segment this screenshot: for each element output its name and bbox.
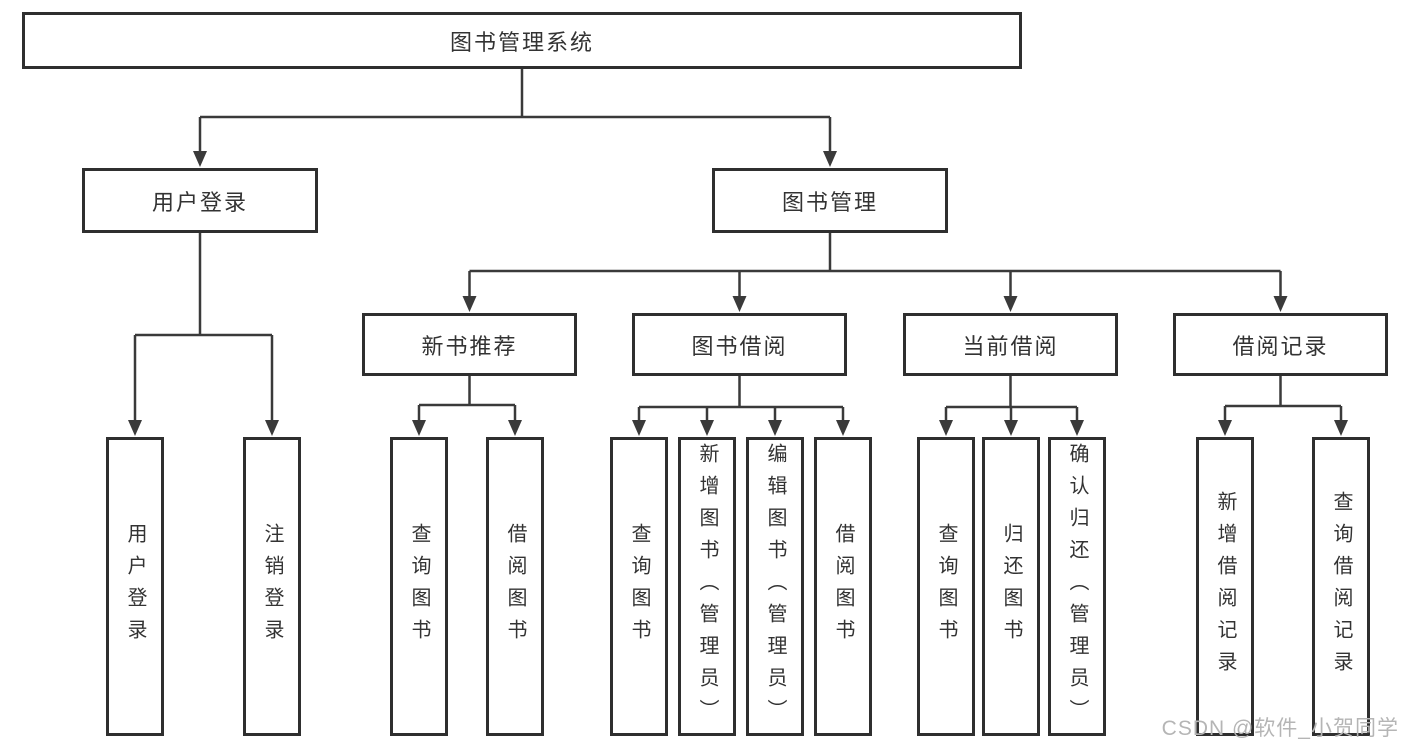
node-book-management: 图书管理 [712,168,948,233]
leaf-search-books-1-label: 查询图书 [408,522,430,651]
node-new-book-recommend-label: 新书推荐 [421,333,518,359]
leaf-borrow-books-1-label: 借阅图书 [504,522,526,651]
arrowheads [128,151,1348,436]
leaf-borrow-books-1: 借阅图书 [486,437,544,736]
leaf-borrow-books-2: 借阅图书 [814,437,872,736]
node-book-borrowing-label: 图书借阅 [691,333,788,359]
leaf-return-books-label: 归还图书 [1000,522,1022,651]
node-user-login: 用户登录 [82,168,318,233]
leaf-query-borrow-record-label: 查询借阅记录 [1330,490,1352,683]
leaf-search-books-2: 查询图书 [610,437,668,736]
leaf-search-books-1: 查询图书 [390,437,448,736]
connector-new-book-recommend-to-leaves [417,376,517,421]
node-book-borrowing: 图书借阅 [632,313,847,376]
leaf-search-books-2-label: 查询图书 [628,522,650,651]
connector-root-to-level2 [198,69,832,152]
node-book-management-label: 图书管理 [781,189,878,215]
node-new-book-recommend: 新书推荐 [362,313,577,376]
leaf-add-books-admin: 新增图书（管理员） [678,437,736,736]
connector-user-login-to-leaves [133,233,274,421]
leaf-return-books: 归还图书 [982,437,1040,736]
leaf-logout: 注销登录 [243,437,301,736]
node-root: 图书管理系统 [22,12,1022,69]
node-current-borrowing-label: 当前借阅 [962,333,1059,359]
leaf-borrow-books-2-label: 借阅图书 [832,522,854,651]
leaf-confirm-return-admin: 确认归还（管理员） [1048,437,1106,736]
leaf-logout-label: 注销登录 [261,522,283,651]
leaf-confirm-return-admin-label: 确认归还（管理员） [1066,442,1088,731]
leaf-user-login-label: 用户登录 [124,522,146,651]
node-user-login-label: 用户登录 [151,189,248,215]
leaf-search-books-3-label: 查询图书 [935,522,957,651]
leaf-add-books-admin-label: 新增图书（管理员） [696,442,718,731]
leaf-edit-books-admin: 编辑图书（管理员） [746,437,804,736]
node-current-borrowing: 当前借阅 [903,313,1118,376]
node-borrowing-records: 借阅记录 [1173,313,1388,376]
node-borrowing-records-label: 借阅记录 [1232,333,1329,359]
leaf-add-borrow-record: 新增借阅记录 [1196,437,1254,736]
leaf-add-borrow-record-label: 新增借阅记录 [1214,490,1236,683]
leaf-query-borrow-record: 查询借阅记录 [1312,437,1370,736]
leaf-user-login: 用户登录 [106,437,164,736]
leaf-edit-books-admin-label: 编辑图书（管理员） [764,442,786,731]
connector-borrowing-records-to-leaves [1223,376,1343,421]
node-root-label: 图书管理系统 [449,29,594,55]
watermark-text: CSDN @软件_小贺同学 [1161,717,1399,740]
connector-current-borrowing-to-leaves [944,376,1079,421]
connector-book-management-to-level3 [468,233,1282,297]
connector-book-borrowing-to-leaves [637,376,845,421]
leaf-search-books-3: 查询图书 [917,437,975,736]
